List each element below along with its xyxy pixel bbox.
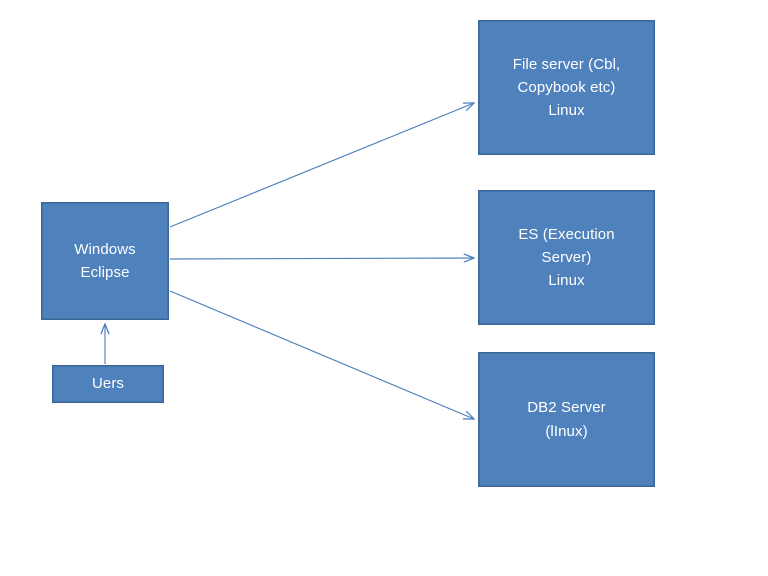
- node-users[interactable]: Uers: [52, 365, 164, 403]
- connector-eclipse-to-db2: [169, 290, 474, 419]
- node-execution-server-label: ES (Execution Server) Linux: [518, 225, 615, 290]
- node-users-label: Uers: [91, 375, 125, 393]
- connector-eclipse-to-es: [169, 258, 474, 259]
- node-file-server-label: File server (Cbl, Copybook etc) Linux: [512, 55, 621, 120]
- connector-eclipse-to-file-server: [169, 103, 474, 228]
- node-windows-eclipse[interactable]: Windows Eclipse: [41, 202, 169, 320]
- node-db2-server[interactable]: DB2 Server (lInux): [478, 352, 655, 487]
- node-execution-server[interactable]: ES (Execution Server) Linux: [478, 190, 655, 325]
- node-db2-server-label: DB2 Server (lInux): [527, 399, 606, 440]
- node-file-server[interactable]: File server (Cbl, Copybook etc) Linux: [478, 20, 655, 155]
- node-windows-eclipse-label: Windows Eclipse: [74, 240, 136, 281]
